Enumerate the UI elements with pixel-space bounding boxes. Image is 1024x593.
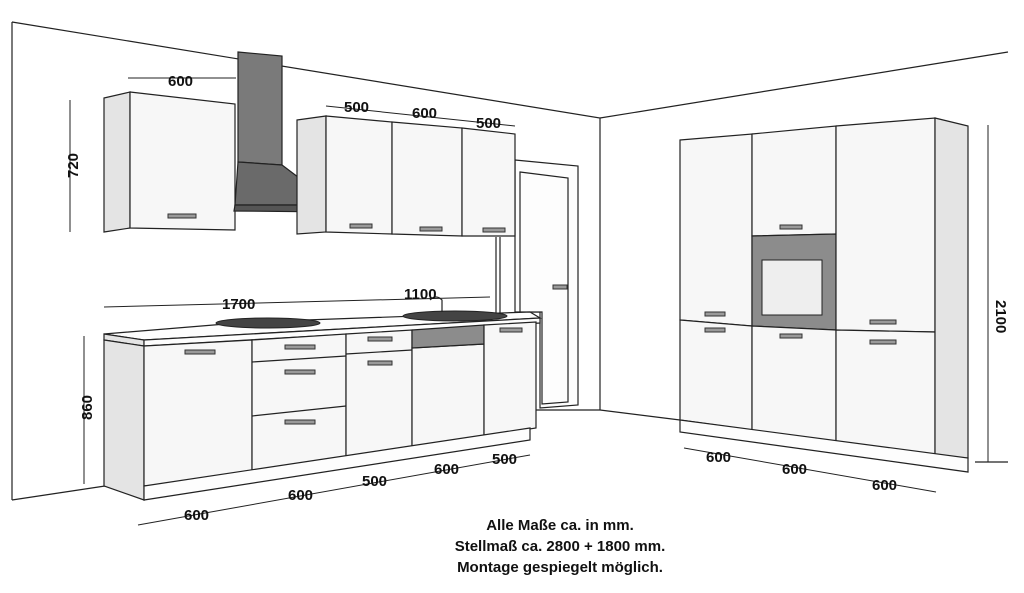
- range-hood: [233, 51, 339, 213]
- dimension-lines: [69, 77, 989, 526]
- dim-tall-height: 2100: [992, 300, 1009, 333]
- dim-wall-cabinet-height: 720: [65, 153, 82, 178]
- dim-tall-1: 600: [706, 449, 731, 466]
- tall-cabinets: [679, 117, 969, 473]
- cooktop-left-icon: [215, 317, 321, 329]
- door: [514, 159, 579, 409]
- dim-wall-group-2: 600: [412, 105, 437, 122]
- dim-base-1: 600: [184, 507, 209, 524]
- dim-counter-length-2: 1100: [404, 286, 437, 303]
- caption-line-1: Alle Maße ca. in mm.: [486, 517, 634, 534]
- dim-base-2: 600: [288, 487, 313, 504]
- dim-wall-cabinet-left: 600: [168, 73, 193, 90]
- dim-base-3: 500: [362, 473, 387, 490]
- door-handle-icon: [552, 284, 568, 290]
- dim-tall-3: 600: [872, 477, 897, 494]
- dim-base-4: 600: [434, 461, 459, 478]
- dim-wall-group-1: 500: [344, 99, 369, 116]
- wall-cabinets-group: [296, 115, 516, 316]
- dim-base-height: 860: [79, 395, 96, 420]
- caption-line-3: Montage gespiegelt möglich.: [457, 559, 663, 576]
- base-cabinets: [103, 321, 537, 501]
- caption-line-2: Stellmaß ca. 2800 + 1800 mm.: [454, 538, 666, 555]
- room-walls: [11, 21, 1009, 501]
- dim-wall-group-3: 500: [476, 115, 501, 132]
- cooktop-right-icon: [402, 310, 508, 322]
- wall-cabinet-left: [103, 91, 236, 233]
- countertop: [103, 296, 542, 347]
- oven-window-icon: [761, 259, 823, 316]
- dim-counter-length-1: 1700: [222, 296, 255, 313]
- dim-tall-2: 600: [782, 461, 807, 478]
- dim-base-5: 500: [492, 451, 517, 468]
